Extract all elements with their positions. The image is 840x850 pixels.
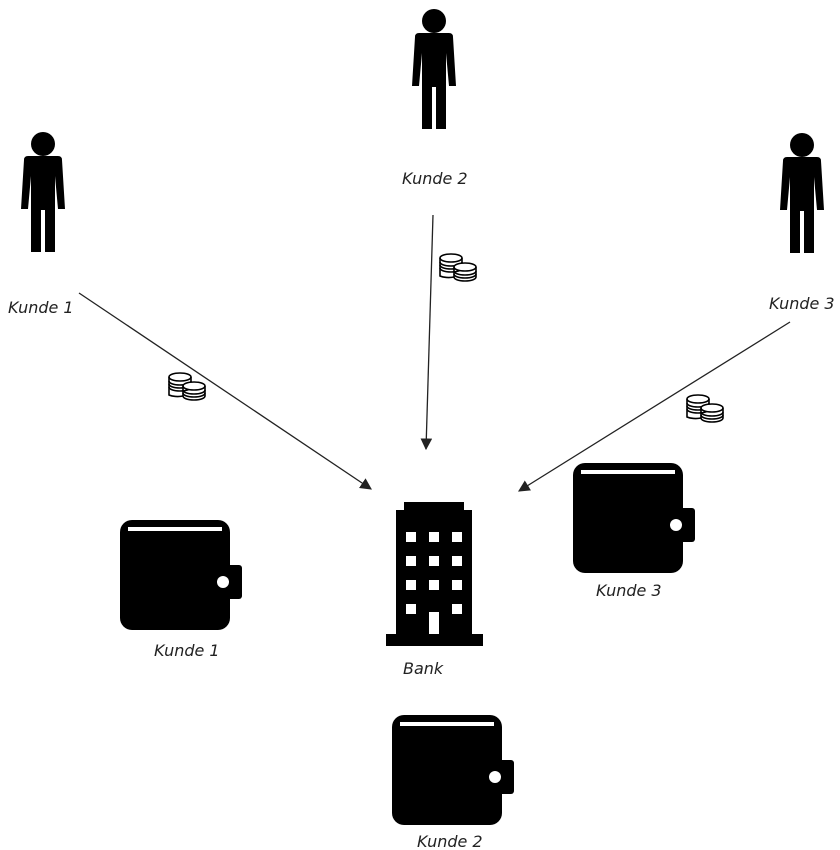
person-icon	[21, 132, 65, 252]
bank-label: Bank	[403, 659, 444, 678]
customer-label: Kunde 3	[769, 294, 835, 313]
customer-label: Kunde 2	[402, 169, 468, 188]
wallet-label: Kunde 2	[417, 832, 483, 850]
arrow-kunde2-to-bank	[420, 214, 434, 451]
arrow-kunde3-to-bank	[518, 321, 791, 492]
wallet-icon	[573, 463, 695, 573]
wallet-icon	[120, 520, 242, 630]
arrow-kunde1-to-bank	[78, 292, 372, 490]
coins-icon	[168, 372, 206, 401]
coins-icon	[686, 394, 724, 423]
customer-label: Kunde 1	[8, 298, 74, 317]
wallet-icon	[392, 715, 514, 825]
wallet-label: Kunde 3	[596, 581, 662, 600]
person-icon	[780, 133, 824, 253]
person-icon	[412, 9, 456, 129]
coins-icon	[439, 253, 477, 282]
bank-building-icon	[386, 502, 483, 646]
wallet-label: Kunde 1	[154, 641, 220, 660]
